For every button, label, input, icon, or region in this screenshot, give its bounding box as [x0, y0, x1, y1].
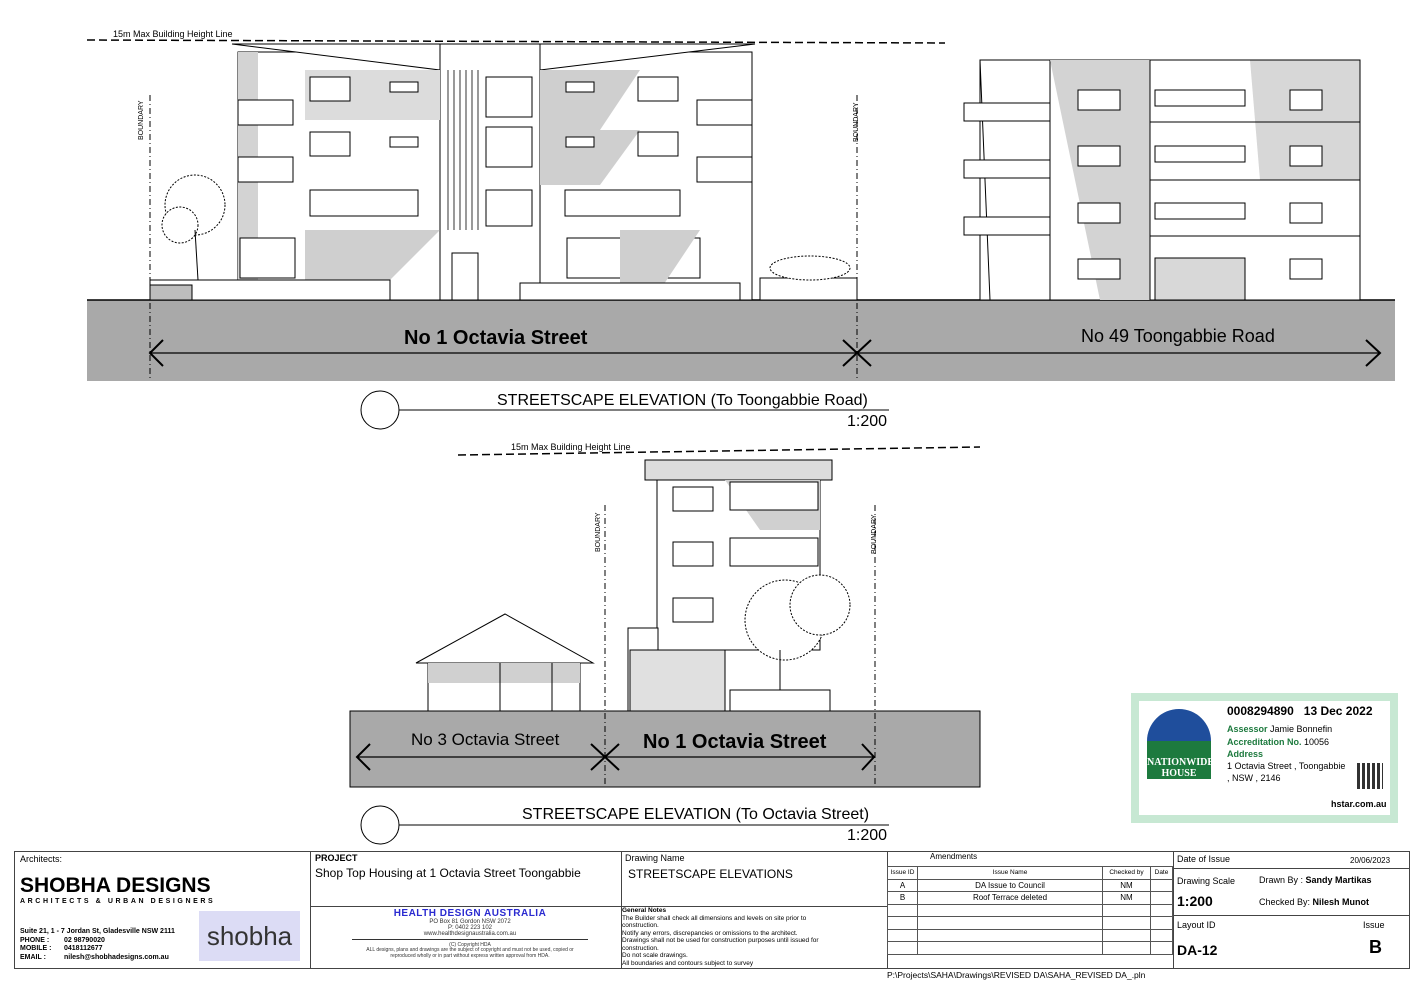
- email: nilesh@shobhadesigns.com.au: [64, 953, 169, 961]
- column-header: Date: [1150, 866, 1173, 880]
- firm-address: Suite 21, 1 - 7 Jordan St, Gladesville N…: [20, 928, 175, 935]
- hda-phone: P: 0402 223 102: [447, 925, 493, 931]
- layout-id: DA-12: [1177, 942, 1218, 958]
- elevation-toongabbie-drawing: [86, 39, 1395, 845]
- height-line-label: 15m Max Building Height Line: [511, 442, 631, 452]
- assessor-name: Jamie Bonnefin: [1270, 724, 1333, 734]
- assessor-label: Assessor: [1227, 724, 1268, 734]
- accreditation-label: Accreditation No.: [1227, 737, 1302, 747]
- project-label: PROJECT: [315, 853, 358, 863]
- drawing-name-label: Drawing Name: [625, 853, 685, 863]
- general-note: Do not scale drawings.: [622, 952, 688, 959]
- elevation-scale: 1:200: [847, 413, 888, 430]
- boundary-label: BOUNDARY: [138, 100, 145, 140]
- address-line1: 1 Octavia Street , Toongabbie: [1227, 761, 1346, 771]
- checked-by-label: Checked By:: [1259, 897, 1311, 907]
- date-of-issue: 20/06/2023: [1350, 856, 1391, 865]
- elevation-scale: 1:200: [847, 827, 888, 844]
- drawing-scale: 1:200: [1177, 893, 1213, 909]
- qr-code-icon: [1357, 763, 1383, 789]
- elevation-title: STREETSCAPE ELEVATION (To Toongabbie Roa…: [497, 392, 868, 409]
- mobile-label: MOBILE :: [20, 945, 52, 952]
- drawing-name: STREETSCAPE ELEVATIONS: [628, 867, 793, 881]
- elevation-title: STREETSCAPE ELEVATION (To Octavia Street…: [522, 806, 870, 823]
- firm-tagline: ARCHITECTS & URBAN DESIGNERS: [20, 898, 216, 905]
- general-note: Notify any errors, discrepancies or omis…: [622, 929, 798, 937]
- drawn-by: Sandy Martikas: [1305, 875, 1372, 885]
- general-note: The Builder shall check all dimensions a…: [622, 914, 807, 930]
- general-note: All boundaries and contours subject to s…: [622, 959, 754, 967]
- mobile: 0418112677: [64, 945, 103, 952]
- email-label: EMAIL :: [20, 953, 46, 961]
- boundary-label: BOUNDARY: [595, 512, 602, 552]
- height-line: [86, 39, 946, 44]
- phone-label: PHONE :: [20, 936, 50, 944]
- boundary-label: BOUNDARY: [853, 102, 860, 142]
- checked-by: Nilesh Munot: [1312, 897, 1370, 907]
- hda-po: PO Box 81 Gordon NSW 2072: [429, 919, 511, 925]
- drawing-scale-label: Drawing Scale: [1177, 876, 1236, 886]
- section-marker: [360, 390, 400, 430]
- issue: B: [1369, 937, 1382, 957]
- hda-web: www.healthdesignaustralia.com.au: [423, 931, 517, 937]
- amendments-label: Amendments: [930, 852, 978, 861]
- boundary-label: BOUNDARY: [871, 514, 878, 554]
- column-header: Issue ID: [887, 866, 918, 880]
- date-of-issue-label: Date of Issue: [1177, 854, 1231, 864]
- height-line-label: 15m Max Building Height Line: [113, 29, 233, 39]
- certificate-date: 13 Dec 2022: [1303, 704, 1373, 718]
- address-line2: , NSW , 2146: [1227, 773, 1281, 783]
- architects-label: Architects:: [20, 854, 63, 864]
- hda-notice: ALL designs, plans and drawings are the …: [366, 947, 574, 959]
- nationwide-house-logo: NATIONWIDE HOUSE: [1147, 709, 1214, 781]
- energy-rating-certificate: NATIONWIDE HOUSE 0008294890 13 Dec 2022 …: [1131, 693, 1398, 823]
- issue-label: Issue: [1363, 920, 1385, 930]
- general-note: Drawings shall not be used for construct…: [622, 937, 819, 952]
- certificate-number: 0008294890: [1227, 704, 1294, 718]
- accreditation-number: 10056: [1304, 737, 1330, 747]
- phone: 02 98790020: [64, 936, 105, 944]
- project-name: Shop Top Housing at 1 Octavia Street Too…: [315, 866, 581, 880]
- address-label: Address: [1227, 749, 1264, 759]
- street-label-no1-octavia: No 1 Octavia Street: [643, 731, 827, 753]
- shobha-logo: shobha: [199, 911, 300, 961]
- street-label-no49-toongabbie: No 49 Toongabbie Road: [1081, 326, 1275, 346]
- hda-name: HEALTH DESIGN AUSTRALIA: [393, 908, 547, 919]
- general-notes-label: General Notes: [622, 907, 667, 914]
- website: hstar.com.au: [1331, 799, 1387, 809]
- hda-copyright: (C) Copyright HDA: [449, 942, 491, 948]
- street-label-no1-octavia: No 1 Octavia Street: [404, 327, 588, 349]
- layout-id-label: Layout ID: [1177, 920, 1216, 930]
- column-header: Issue Name: [917, 866, 1103, 880]
- firm-name: SHOBHA DESIGNS: [20, 874, 211, 897]
- street-label-no3-octavia: No 3 Octavia Street: [411, 730, 560, 749]
- column-header: Checked by: [1102, 866, 1151, 880]
- ground-band: [87, 300, 1395, 381]
- drawn-by-label: Drawn By :: [1259, 875, 1304, 885]
- file-path: P:\Projects\SAHA\Drawings\REVISED DA\SAH…: [887, 970, 1146, 980]
